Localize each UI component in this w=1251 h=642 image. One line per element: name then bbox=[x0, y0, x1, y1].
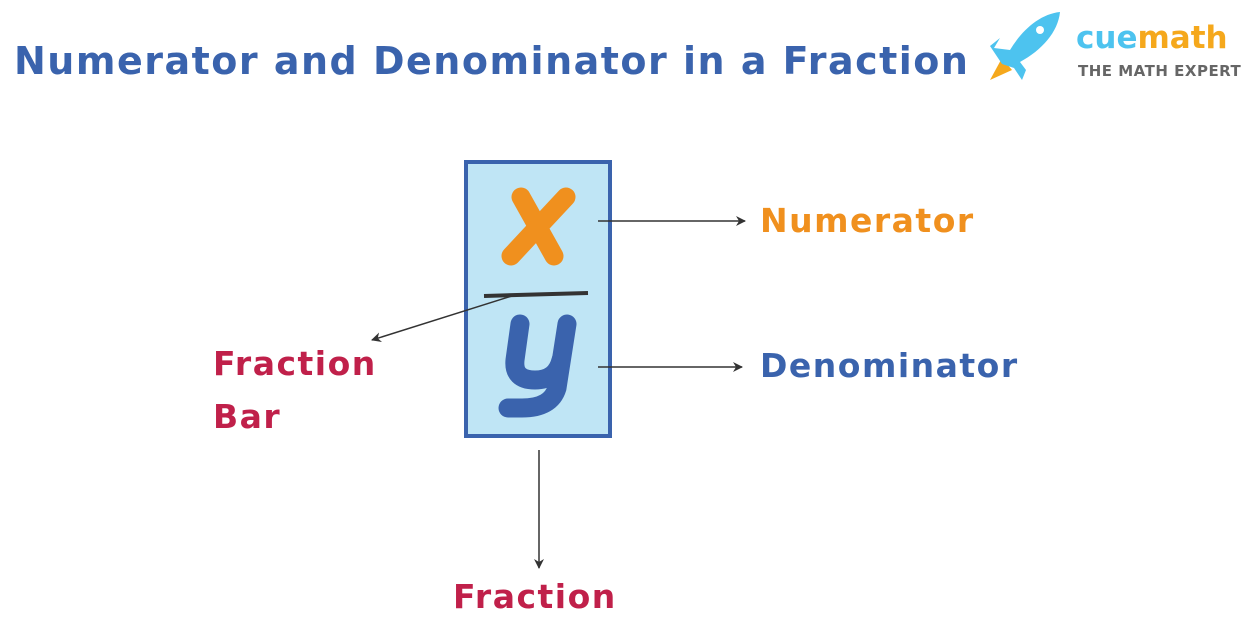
denominator-label: Denominator bbox=[760, 346, 1019, 385]
cuemath-logo: cuemath THE MATH EXPERT bbox=[990, 12, 1242, 80]
numerator-x bbox=[501, 187, 576, 266]
fraction-bar-label-line2: Bar bbox=[213, 397, 281, 436]
page-title: Numerator and Denominator in a Fraction bbox=[14, 39, 969, 83]
rocket-icon bbox=[990, 12, 1060, 80]
fraction-box bbox=[464, 160, 612, 438]
denominator-y bbox=[498, 314, 577, 418]
fraction-bar bbox=[483, 291, 589, 298]
fraction-bar-label: Fraction bbox=[213, 344, 377, 383]
fraction-bar-arrow bbox=[371, 294, 516, 343]
fraction-label: Fraction bbox=[453, 577, 617, 616]
svg-text:cuemath: cuemath bbox=[1076, 20, 1228, 56]
svg-text:THE MATH EXPERT: THE MATH EXPERT bbox=[1078, 62, 1242, 80]
numerator-label: Numerator bbox=[760, 201, 975, 240]
